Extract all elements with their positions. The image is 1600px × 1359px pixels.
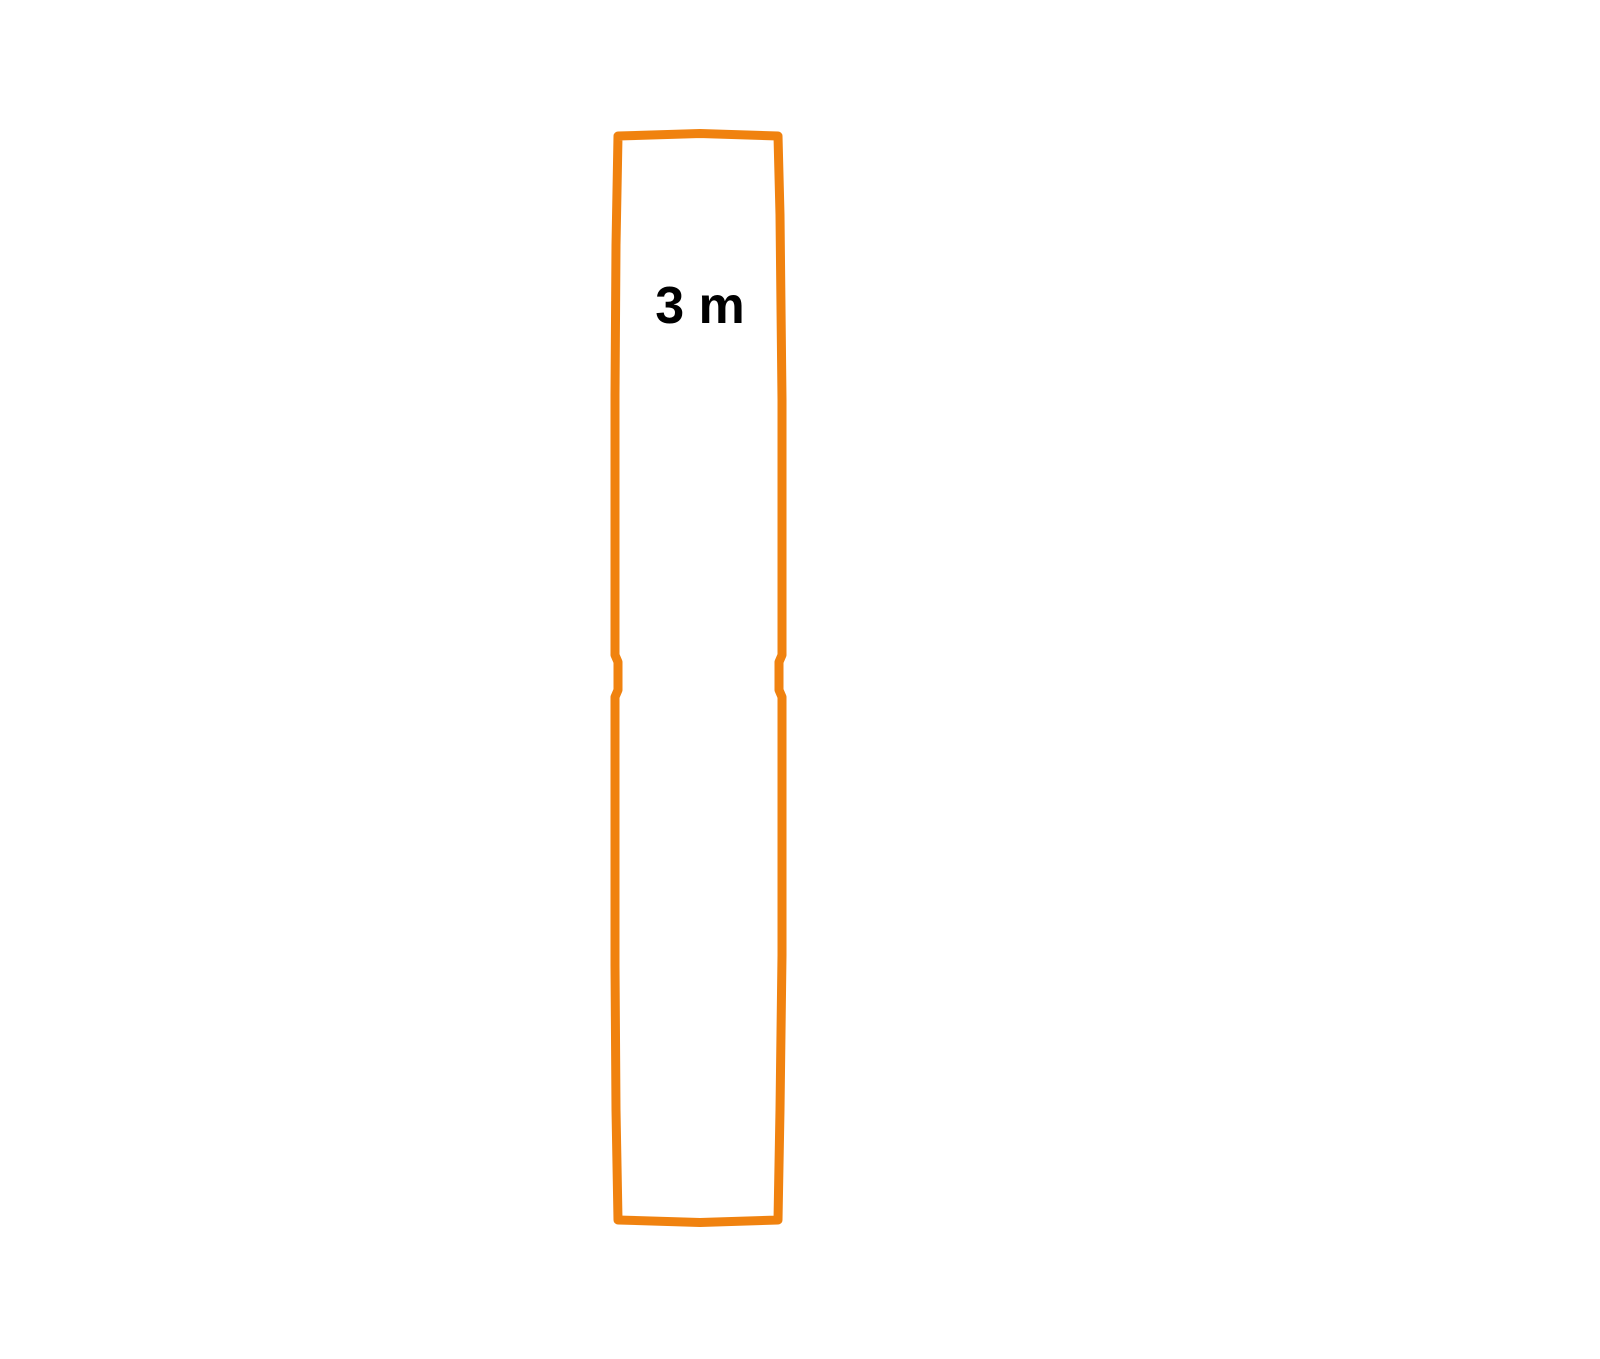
- strip-outline: [610, 129, 787, 1227]
- length-label: 3 m: [655, 277, 745, 335]
